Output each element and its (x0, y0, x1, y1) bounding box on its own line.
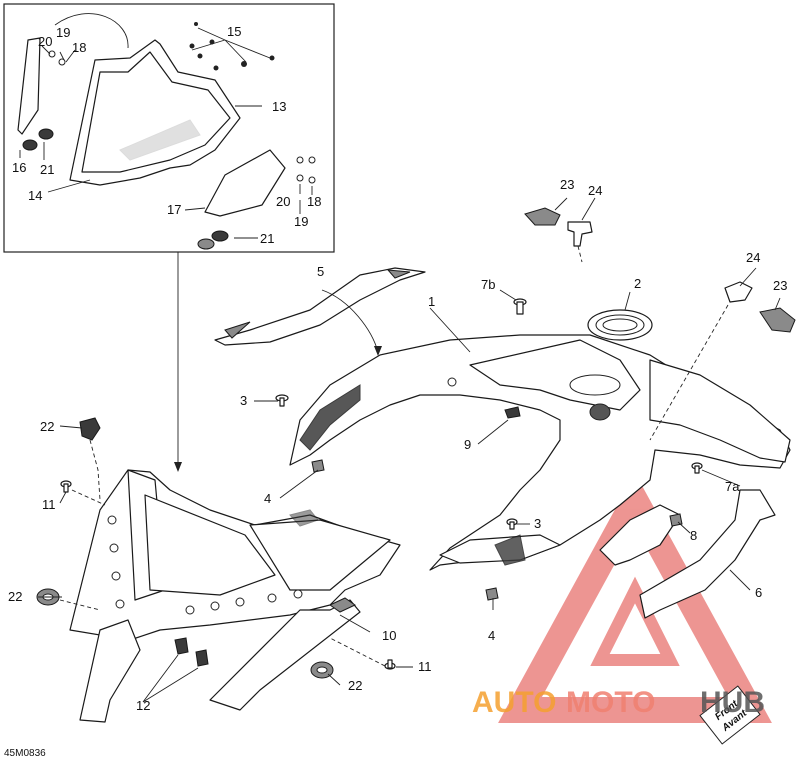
callout-22-top: 22 (40, 419, 54, 434)
callout-17: 17 (167, 202, 181, 217)
callout-19-inset-left: 19 (56, 25, 70, 40)
callout-4-left: 4 (264, 491, 271, 506)
callout-13: 13 (272, 99, 286, 114)
watermark-auto: AUTO (472, 686, 556, 719)
grommet-2 (587, 309, 653, 341)
watermark-triangle (498, 472, 772, 723)
clip-9 (504, 406, 521, 419)
tank-cover-1 (289, 334, 791, 571)
callout-21-inset-left: 21 (40, 162, 54, 177)
callout-8: 8 (690, 528, 697, 543)
callout-18-inset-left: 18 (72, 40, 86, 55)
fairing-10 (69, 469, 401, 723)
callout-22-bottom: 22 (348, 678, 362, 693)
callout-3-left: 3 (240, 393, 247, 408)
figure-code: 45M0836 (4, 748, 46, 759)
callout-20-inset-left: 20 (38, 34, 52, 49)
callout-24-top: 24 (588, 183, 602, 198)
latch-23-24-top (524, 207, 593, 263)
callout-11-right: 11 (418, 659, 432, 674)
callout-10: 10 (382, 628, 396, 643)
watermark-hub: HUB (700, 686, 765, 719)
callout-11-left: 11 (42, 497, 56, 512)
panel-6 (599, 489, 776, 619)
callout-22-left: 22 (8, 589, 22, 604)
callout-6: 6 (755, 585, 762, 600)
watermark-text: AUTO MOTO HUB (472, 686, 765, 719)
callout-labels: 13 15 19 20 18 16 21 14 17 20 18 19 21 5… (8, 24, 787, 713)
callout-1: 1 (428, 294, 435, 309)
callout-4-right: 4 (488, 628, 495, 643)
callout-16: 16 (12, 160, 26, 175)
trim-5 (214, 267, 426, 346)
direction-badge: Front Avant (699, 685, 761, 745)
main-fasteners (36, 417, 396, 679)
watermark-moto: MOTO (566, 686, 655, 719)
callout-24-right: 24 (746, 250, 760, 265)
pin-7b (513, 298, 527, 315)
latch-23-24-right (649, 281, 796, 441)
callout-18-inset-right: 18 (307, 194, 321, 209)
callout-9: 9 (464, 437, 471, 452)
callout-19-inset-right: 19 (294, 214, 308, 229)
callout-3-right: 3 (534, 516, 541, 531)
callout-15: 15 (227, 24, 241, 39)
callout-12: 12 (136, 698, 150, 713)
main-leaders (38, 197, 781, 703)
callout-7a: 7a (725, 479, 740, 494)
windshield-assembly (17, 22, 316, 250)
callout-5: 5 (317, 264, 324, 279)
callout-23-right: 23 (773, 278, 787, 293)
callout-14: 14 (28, 188, 42, 203)
callout-2: 2 (634, 276, 641, 291)
callout-23-top: 23 (560, 177, 574, 192)
callout-21-inset-bottom: 21 (260, 231, 274, 246)
callout-20-inset-right: 20 (276, 194, 290, 209)
callout-7b: 7b (481, 277, 495, 292)
